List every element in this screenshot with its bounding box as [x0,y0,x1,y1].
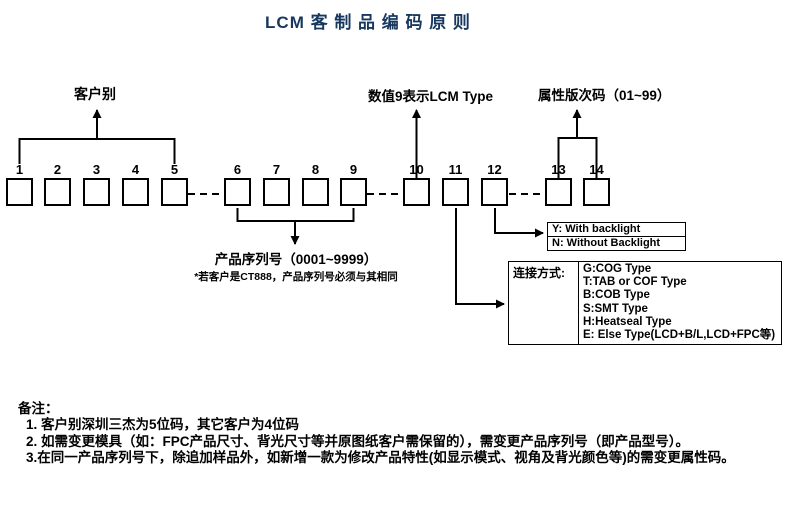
digit-number: 2 [53,162,62,177]
digit-box [161,178,188,206]
notes-section: 备注： 1. 客户别深圳三杰为5位码，其它客户为4位码 2. 如需变更模具（如：… [18,400,793,467]
digit-box [545,178,572,206]
connection-table: 连接方式: G:COG Type T:TAB or COF Type B:COB… [508,261,782,345]
digit-number: 6 [233,162,242,177]
digit-box [6,178,33,206]
digit-number: 8 [311,162,320,177]
note-item: 3.在同一产品序列号下，除追加样品外，如新增一款为修改产品特性(如显示模式、视角… [26,450,735,465]
digit-number: 10 [409,162,424,177]
digit-box [340,178,367,206]
backlight-table: Y: With backlight N: Without Backlight [547,222,686,251]
digit-box [122,178,149,206]
digit-box [302,178,329,206]
code-box-3: 3 [83,162,110,206]
digit-box [263,178,290,206]
digit-box [83,178,110,206]
code-box-12: 12 [481,162,508,206]
backlight-option-yes: Y: With backlight [548,223,685,237]
digit-box [403,178,430,206]
page-title: LCM 客 制 品 编 码 原 则 [265,13,471,32]
serial-label-group: 产品序列号（0001~9999） *若客户是CT888，产品序列号必须与其相同 [193,248,399,284]
connection-option: S:SMT Type [583,302,648,315]
digit-box [442,178,469,206]
connection-option: E: Else Type(LCD+B/L,LCD+FPC等) [583,328,776,341]
code-box-11: 11 [442,162,469,206]
note-item: 2. 如需变更模具（如：FPC产品尺寸、背光尺寸等并原图纸客户需保留的），需变更… [26,433,690,449]
digit-number: 11 [448,162,463,177]
connector-box12-backlight-table [494,208,544,238]
code-box-6: 6 [224,162,251,206]
digit-number: 14 [589,162,604,177]
digit-box [481,178,508,206]
label-lcm-type: 数值9表示LCM Type [368,89,494,104]
digit-number: 4 [131,162,140,177]
digit-box [224,178,251,206]
code-box-2: 2 [44,162,71,206]
digit-number: 3 [92,162,101,177]
digit-box [44,178,71,206]
digit-number: 12 [487,162,502,177]
connection-option: T:TAB or COF Type [583,276,687,289]
connection-table-header: 连接方式: [509,262,579,344]
code-box-13: 13 [545,162,572,206]
connection-table-options: G:COG Type T:TAB or COF Type B:COB Type … [579,262,781,344]
code-box-4: 4 [122,162,149,206]
code-box-5: 5 [161,162,188,206]
code-box-10: 10 [403,162,430,206]
notes-heading: 备注： [18,401,59,416]
label-serial-number: 产品序列号（0001~9999） [214,252,378,267]
connector-box11-connection-table [455,208,505,309]
bracket-serial [236,208,355,222]
code-box-1: 1 [6,162,33,206]
label-customer-type: 客户别 [74,86,116,102]
code-box-14: 14 [583,162,610,206]
digit-number: 7 [272,162,281,177]
label-serial-note: *若客户是CT888，产品序列号必须与其相同 [194,271,398,283]
code-box-8: 8 [302,162,329,206]
connection-option: B:COB Type [583,289,650,302]
code-box-7: 7 [263,162,290,206]
code-box-9: 9 [340,162,367,206]
connection-option: G:COG Type [583,263,652,275]
digit-number: 1 [15,162,24,177]
digit-box [583,178,610,206]
digit-number: 5 [170,162,179,177]
note-item: 1. 客户别深圳三杰为5位码，其它客户为4位码 [26,417,300,432]
digit-number: 13 [551,162,566,177]
label-attr-version: 属性版次码（01~99） [538,88,671,103]
bracket-customer [18,138,176,164]
backlight-option-no: N: Without Backlight [552,236,661,249]
connection-option: H:Heatseal Type [583,315,672,328]
digit-number: 9 [349,162,358,177]
